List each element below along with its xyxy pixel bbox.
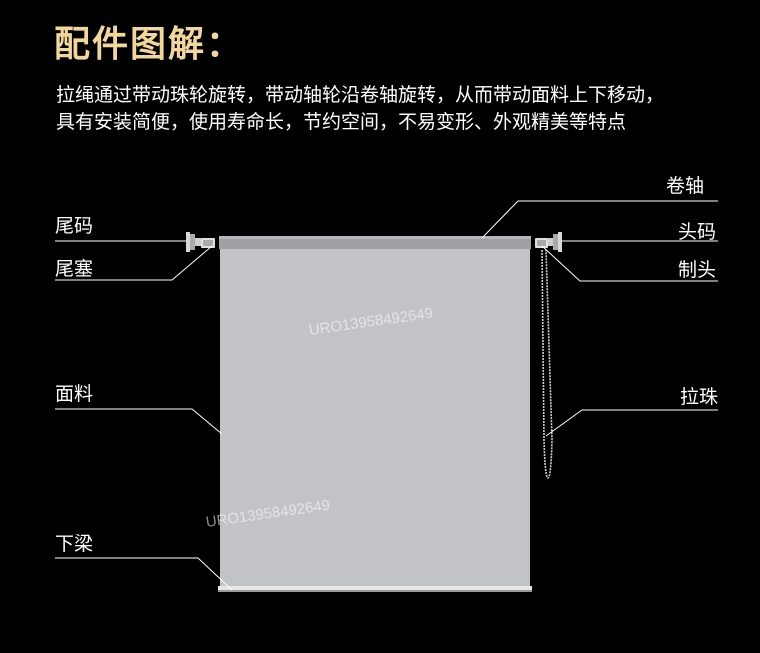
fabric-panel: [220, 248, 530, 588]
label-control-head: 制头: [678, 259, 717, 281]
label-tail-plug: 尾塞: [55, 258, 94, 280]
description-line-2: 具有安装简便，使用寿命长，节约空间，不易变形、外观精美等特点: [56, 111, 627, 133]
head-bracket: [548, 232, 562, 252]
leader-control-head: [541, 245, 718, 282]
page-title: 配件图解：: [54, 24, 245, 65]
description-line-1: 拉绳通过带动珠轮旋转，带动轴轮沿卷轴旋转，从而带动面料上下移动，: [56, 84, 665, 106]
leader-roller: [481, 200, 718, 239]
roller-tube-highlight: [219, 236, 531, 239]
label-pull-bead: 拉珠: [680, 386, 719, 408]
leader-fabric: [55, 408, 223, 435]
label-bottom-rail: 下梁: [55, 533, 94, 555]
leader-tail-plug: [55, 245, 213, 281]
bottom-rail: [218, 586, 532, 592]
bottom-rail-shadow: [218, 590, 532, 592]
description: 拉绳通过带动珠轮旋转，带动轴轮沿卷轴旋转，从而带动面料上下移动， 具有安装简便，…: [56, 82, 746, 136]
label-fabric: 面料: [55, 383, 94, 405]
leader-pull-bead: [545, 409, 718, 437]
leader-bottom-rail: [55, 557, 233, 591]
label-tail-code: 尾码: [55, 215, 94, 237]
label-head-code: 头码: [678, 221, 717, 243]
roller-tube: [219, 236, 531, 249]
tail-bracket: [186, 232, 201, 252]
label-roller: 卷轴: [666, 175, 705, 197]
bead-chain: [541, 249, 553, 479]
